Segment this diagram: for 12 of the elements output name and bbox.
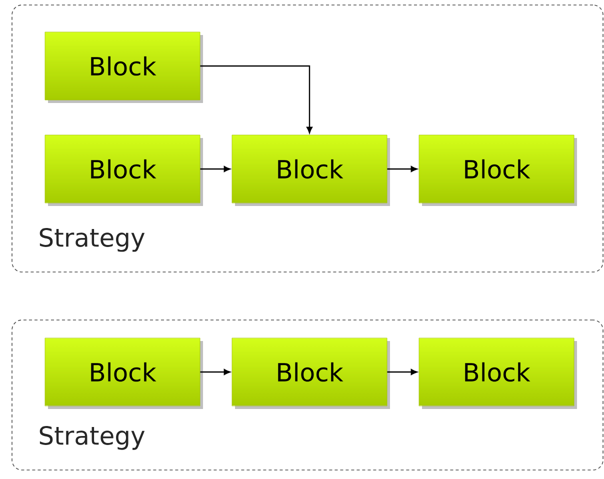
block-box: Block [232,338,390,409]
block-box: Block [418,134,577,206]
arrow [387,166,418,172]
arrow [200,166,230,172]
block-box: Block [418,338,577,409]
block-box: Block [232,134,390,206]
block-box: Block [44,338,203,409]
arrow [200,369,230,375]
arrow [387,369,418,375]
arrow [200,65,312,134]
block-box: Block [44,32,203,103]
block-box: Block [44,134,203,206]
